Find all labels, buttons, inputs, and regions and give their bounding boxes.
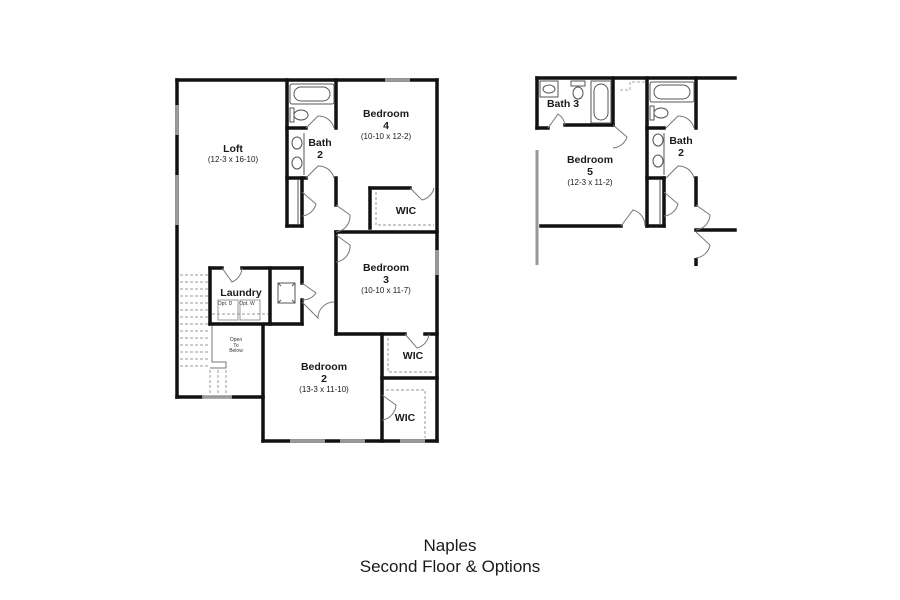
room-bedroom5-name: Bedroom <box>566 154 614 166</box>
room-loft: Loft (12-3 x 16-10) <box>208 143 258 164</box>
option-door-swings <box>547 113 711 259</box>
room-wic3-name: WIC <box>402 350 424 362</box>
room-bedroom3-dims: (10-10 x 11-7) <box>361 286 411 296</box>
room-wic2: WIC <box>395 412 415 424</box>
door-swings <box>221 115 435 421</box>
room-bedroom5-number: 5 <box>587 166 593 179</box>
stairs <box>180 274 227 395</box>
laundry-opt-dryer: Opt. D <box>217 301 233 307</box>
room-bath2: Bath 2 <box>308 137 331 161</box>
room-bedroom5: Bedroom 5 (12-3 x 11-2) <box>567 154 613 187</box>
room-bedroom2: Bedroom 2 (13-3 x 11-10) <box>299 361 349 394</box>
option-fixtures <box>539 80 695 224</box>
room-wic3: WIC <box>403 350 423 362</box>
room-bedroom2-dims: (13-3 x 11-10) <box>299 385 349 395</box>
room-bedroom4: Bedroom 4 (10-10 x 12-2) <box>361 108 411 141</box>
room-wic2-name: WIC <box>394 412 416 424</box>
room-bath3: Bath 3 <box>547 98 579 110</box>
room-bath2-option-name: Bath <box>669 135 693 147</box>
room-bath2-option: Bath 2 <box>669 135 692 159</box>
room-wic4-name: WIC <box>395 205 417 217</box>
option-plan-walls <box>535 76 737 232</box>
attic-hatch <box>277 282 296 304</box>
room-wic4: WIC <box>396 205 416 217</box>
room-bedroom2-number: 2 <box>321 373 327 386</box>
plan-name: Naples <box>423 536 477 555</box>
room-bedroom3: Bedroom 3 (10-10 x 11-7) <box>361 262 411 295</box>
plan-subtitle: Second Floor & Options <box>359 557 541 576</box>
room-bedroom4-dims: (10-10 x 12-2) <box>360 132 412 142</box>
open-to-below-line2: To <box>233 342 239 349</box>
main-plan-windows <box>175 78 439 443</box>
room-bath3-name: Bath 3 <box>546 98 580 110</box>
open-to-below: Open To Below <box>229 337 243 355</box>
room-bath2-name: Bath <box>308 137 332 149</box>
room-bedroom3-name: Bedroom <box>362 262 410 274</box>
room-bedroom3-number: 3 <box>383 274 389 287</box>
room-bedroom4-name: Bedroom <box>362 108 410 120</box>
room-bath2-number: 2 <box>317 149 323 162</box>
open-to-below-line3: Below <box>229 348 243 354</box>
room-bedroom4-number: 4 <box>383 120 389 133</box>
open-to-below-line1: Open <box>229 337 243 343</box>
room-bedroom5-dims: (12-3 x 11-2) <box>567 178 613 188</box>
laundry-opt-washer: Opt. W <box>239 301 255 307</box>
room-bedroom2-name: Bedroom <box>300 361 348 373</box>
bath2-fixtures <box>289 83 335 224</box>
room-bath2-option-number: 2 <box>678 147 684 160</box>
main-plan-walls <box>175 78 439 443</box>
room-laundry-name: Laundry <box>220 287 262 299</box>
room-laundry: Laundry <box>220 287 261 299</box>
room-loft-name: Loft <box>223 143 243 155</box>
room-loft-dims: (12-3 x 16-10) <box>207 155 259 165</box>
